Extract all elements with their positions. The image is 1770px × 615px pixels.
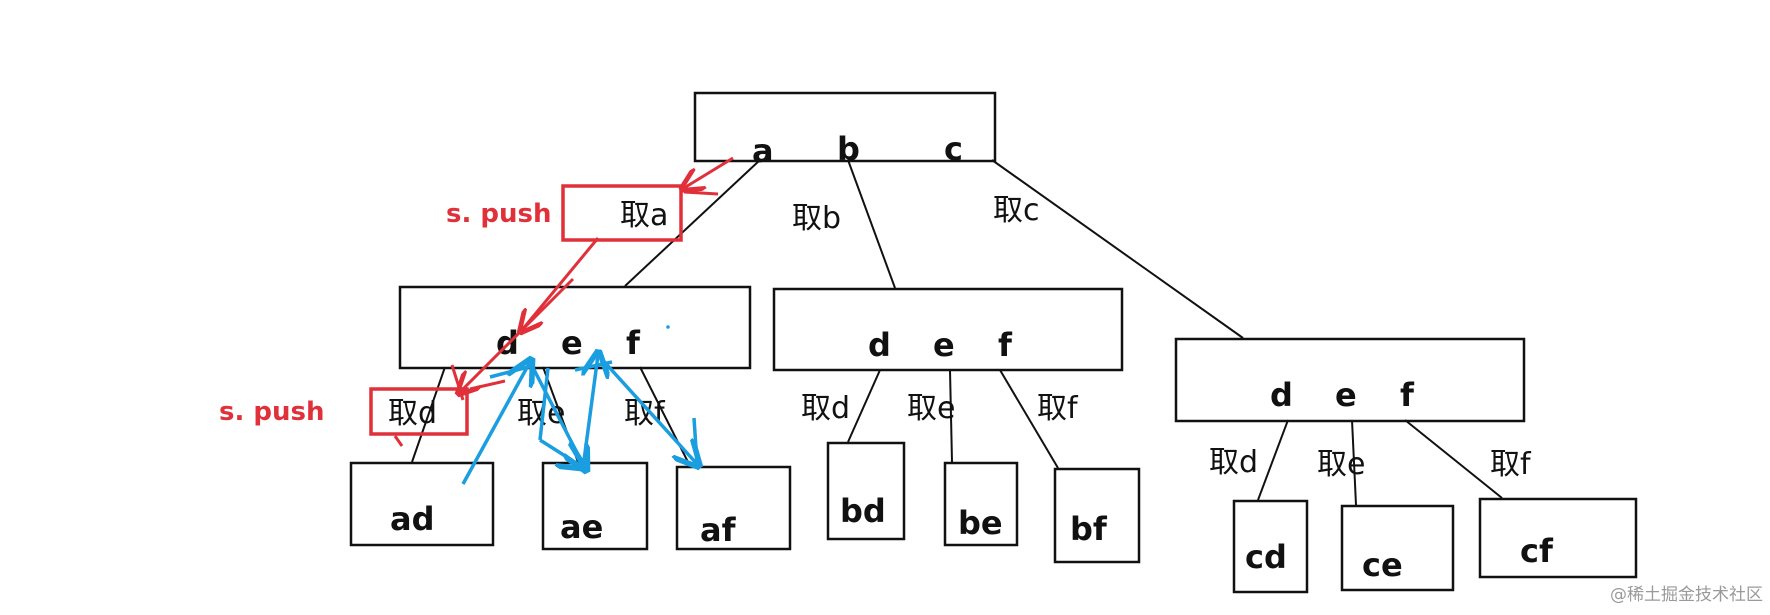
red-stroke-d-right <box>469 379 506 391</box>
root-box <box>693 91 997 163</box>
leaf-edge-label-ce: 取e <box>1317 447 1365 482</box>
leaf-bf: bf <box>1053 467 1141 564</box>
edge-ce <box>1351 419 1357 506</box>
leaf-bd: bd <box>826 441 906 541</box>
leaf-edge-label-be: 取e <box>907 391 955 426</box>
blue-traversal <box>461 325 699 485</box>
leaf-cd: cd <box>1232 499 1309 594</box>
blue-dot <box>666 325 670 329</box>
leaf-ce: ce <box>1340 504 1455 592</box>
blue-arrow-to-af <box>596 353 697 464</box>
blue-stroke-1 <box>489 364 533 379</box>
level2-node-b: d e f <box>772 287 1124 372</box>
blue-arrow-ae-tip <box>539 438 581 466</box>
red-tick <box>393 435 404 447</box>
level2-b-label-d: d <box>868 326 891 364</box>
leaf-edge-label-af: 取f <box>624 396 666 431</box>
level2-c-label-e: e <box>1335 376 1357 414</box>
edge-cf <box>1404 419 1503 499</box>
blue-stroke-4 <box>692 417 699 465</box>
leaf-label-ae: ae <box>560 508 603 546</box>
edge-cd <box>1257 419 1289 501</box>
root-label-c: c <box>944 130 963 168</box>
edge-be <box>949 369 953 463</box>
blue-stroke-2 <box>538 367 550 441</box>
leaf-cf: cf <box>1478 497 1638 579</box>
root-label-b: b <box>837 130 860 168</box>
red-arrow-a-to-level2 <box>522 237 600 330</box>
watermark: @稀土掘金技术社区 <box>1610 585 1763 605</box>
level2-a-label-e: e <box>561 324 583 362</box>
leaf-be: be <box>943 461 1019 547</box>
root-node: a b c <box>693 91 997 170</box>
leaf-edge-label-cd: 取d <box>1209 445 1258 480</box>
red-arrow-root-to-a <box>684 156 734 188</box>
branch-label-b: 取b <box>792 201 841 236</box>
edge-bf <box>999 369 1059 469</box>
leaf-label-ad: ad <box>390 500 435 538</box>
edge-ad <box>411 366 446 463</box>
push-label-2: s. push <box>219 397 325 427</box>
push-highlight-box-d <box>369 387 469 436</box>
level2-c-label-f: f <box>1400 376 1415 414</box>
level2-box-b <box>772 287 1124 372</box>
red-stroke-tail <box>683 190 719 196</box>
edge-root-c <box>991 159 1244 339</box>
leaf-label-be: be <box>958 504 1003 542</box>
level2-box-a <box>398 285 752 370</box>
leaf-edge-label-bd: 取d <box>801 391 850 426</box>
branch-label-a: 取a <box>620 198 668 233</box>
level2-node-a: d e f <box>398 285 752 370</box>
blue-arrow-back-to-level2 <box>461 362 530 485</box>
leaf-ad: ad <box>349 461 495 547</box>
leaf-af: af <box>675 465 792 551</box>
leaf-edge-label-ad: 取d <box>388 396 437 431</box>
level2-box-c <box>1174 337 1526 423</box>
level2-b-label-e: e <box>933 326 955 364</box>
leaf-label-af: af <box>700 511 737 549</box>
leaf-label-bf: bf <box>1070 510 1108 548</box>
leaf-edge-label-cf: 取f <box>1490 447 1532 482</box>
root-label-a: a <box>752 132 774 170</box>
level2-a-label-f: f <box>626 324 641 362</box>
edge-bd <box>847 369 881 443</box>
leaf-label-ce: ce <box>1362 546 1403 584</box>
level2-c-label-d: d <box>1270 376 1293 414</box>
edge-root-a <box>624 159 761 287</box>
push-label-1: s. push <box>446 199 552 229</box>
leaf-label-bd: bd <box>840 492 886 530</box>
leaf-ae: ae <box>541 461 649 551</box>
red-arrow-to-d <box>460 277 575 392</box>
red-annotations: s. push s. push <box>219 156 734 447</box>
leaf-label-cf: cf <box>1520 532 1554 570</box>
level2-node-c: d e f <box>1174 337 1526 423</box>
tree-edges <box>411 159 1503 506</box>
leaf-label-cd: cd <box>1245 538 1287 576</box>
leaf-edge-label-bf: 取f <box>1037 391 1079 426</box>
red-stroke-d <box>450 364 465 401</box>
blue-arrow-up-to-e <box>583 355 598 469</box>
edge-root-b <box>847 159 896 289</box>
level2-b-label-f: f <box>998 326 1013 364</box>
branch-label-c: 取c <box>993 193 1040 228</box>
push-highlight-box-a <box>561 184 683 242</box>
